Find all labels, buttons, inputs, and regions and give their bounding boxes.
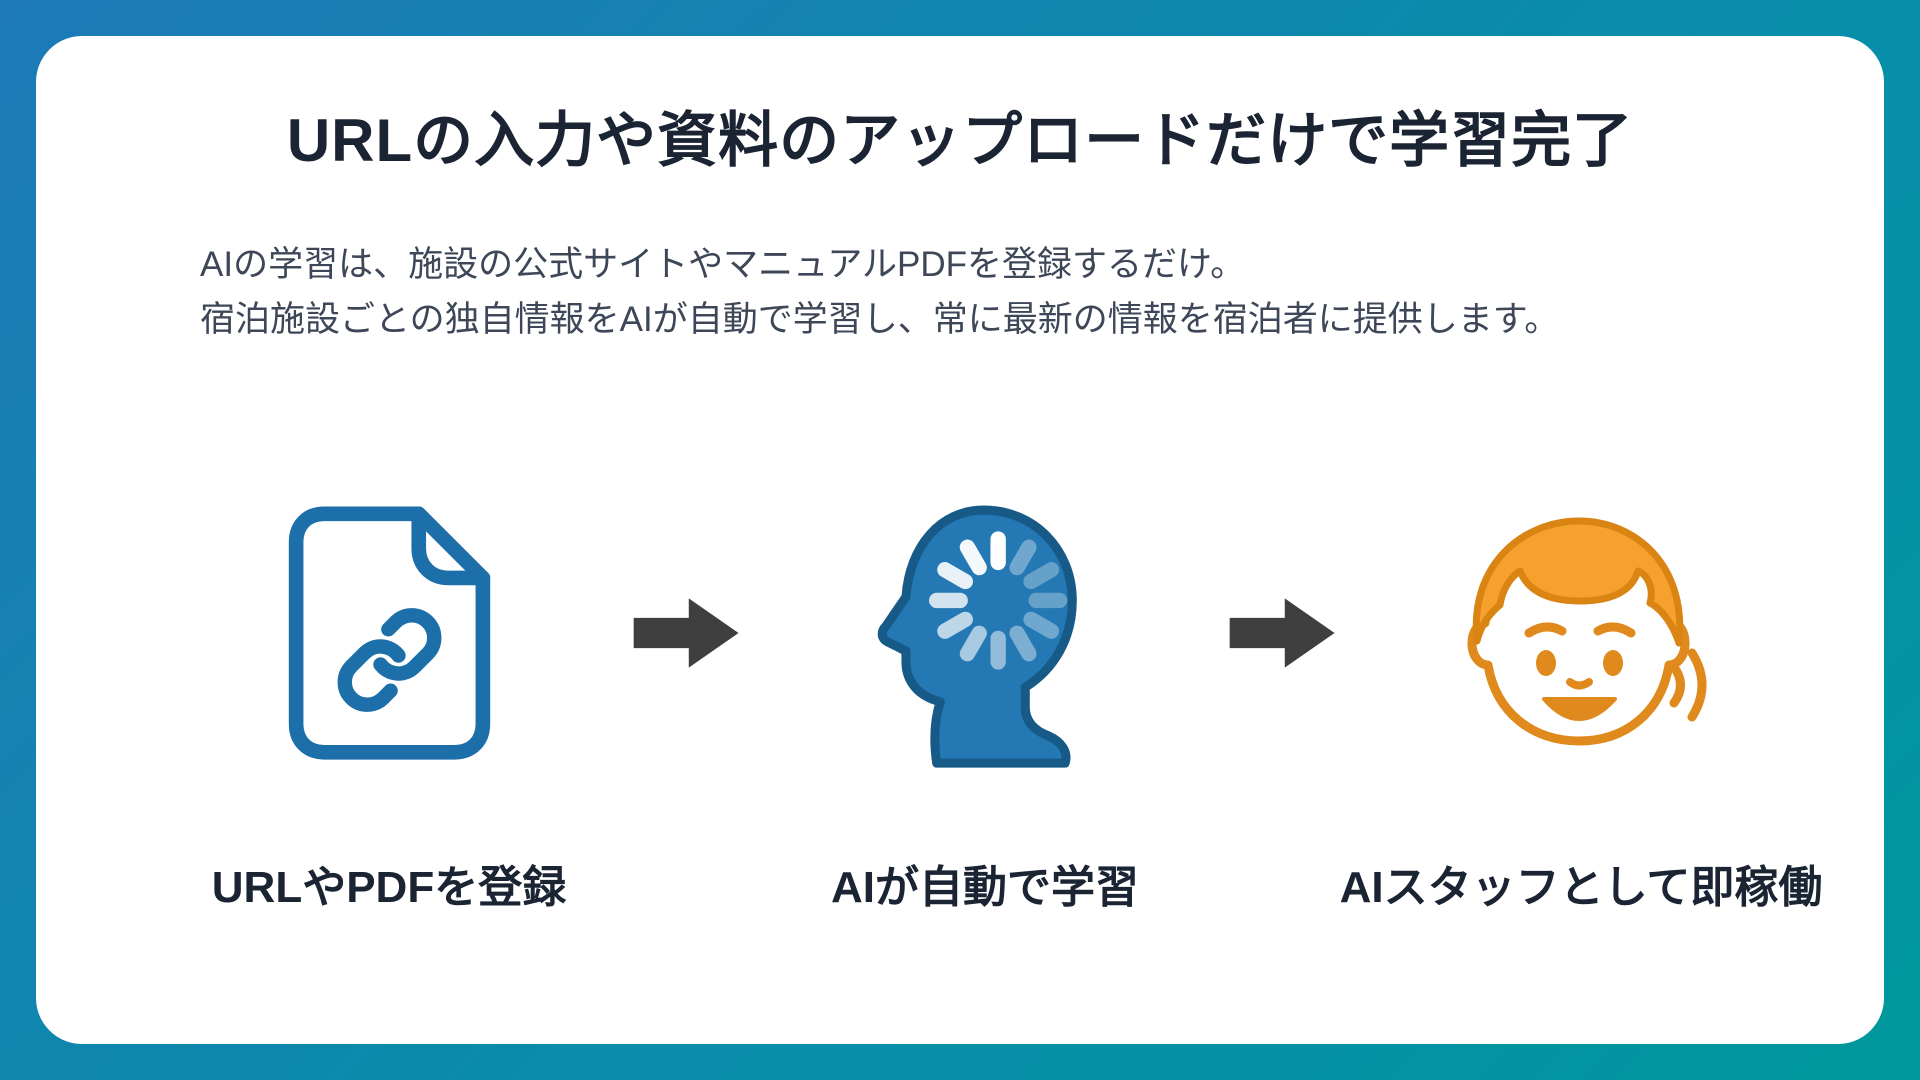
slide-description: AIの学習は、施設の公式サイトやマニュアルPDFを登録するだけ。 宿泊施設ごとの…	[200, 237, 1884, 348]
slide-card: URLの入力や資料のアップロードだけで学習完了 AIの学習は、施設の公式サイトや…	[36, 36, 1884, 1044]
document-link-icon-svg	[288, 506, 490, 760]
sound-waves-icon	[1669, 648, 1706, 722]
description-line-2: 宿泊施設ごとの独自情報をAIが自動で学習し、常に最新の情報を宿泊者に提供します。	[200, 300, 1560, 340]
speaking-person-icon	[1449, 478, 1714, 788]
ai-head-loading-icon	[868, 478, 1103, 788]
step-ai-staff: AIスタッフとして即稼働	[1340, 478, 1822, 915]
document-link-icon	[277, 478, 502, 788]
speaking-person-icon-svg	[1467, 517, 1706, 746]
loading-spinner	[928, 530, 1067, 670]
arrow-icon	[1224, 478, 1342, 788]
arrow-icon	[628, 478, 746, 788]
ai-head-loading-icon-svg	[877, 505, 1077, 768]
description-line-1: AIの学習は、施設の公式サイトやマニュアルPDFを登録するだけ。	[200, 245, 1246, 284]
step-ai-learning: AIが自動で学習	[770, 478, 1200, 915]
step-label-staff: AIスタッフとして即稼働	[1339, 862, 1823, 912]
process-flow: URLやPDFを登録	[36, 478, 1884, 915]
step-label-learning: AIが自動で学習	[831, 862, 1139, 912]
step-label-register: URLやPDFを登録	[211, 862, 567, 912]
step-register-url-pdf: URLやPDFを登録	[174, 478, 604, 915]
slide-title: URLの入力や資料のアップロードだけで学習完了	[286, 107, 1634, 174]
